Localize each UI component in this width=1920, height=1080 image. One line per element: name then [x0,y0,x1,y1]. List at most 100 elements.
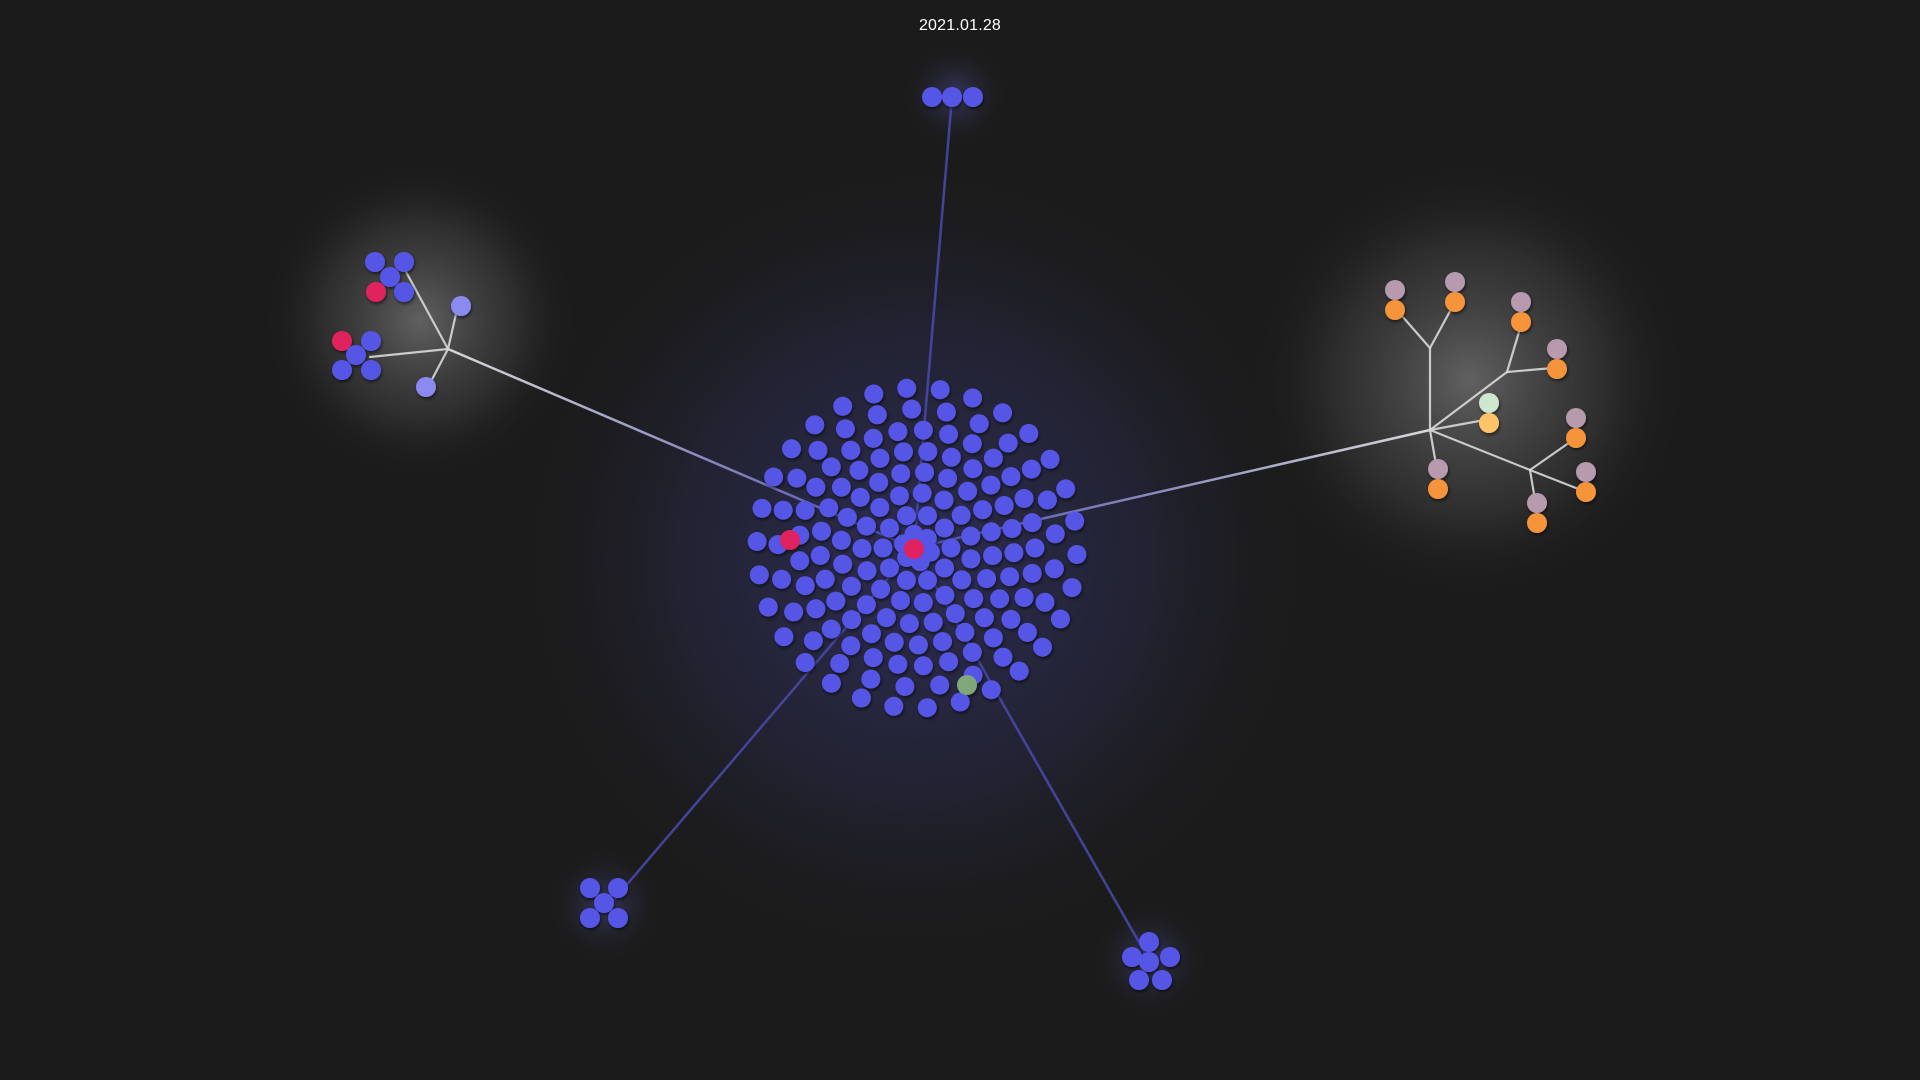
central-node[interactable] [880,558,899,578]
right-cluster-node[interactable] [1385,280,1405,300]
central-node[interactable] [821,457,841,477]
central-node[interactable] [917,529,937,548]
central-node[interactable] [993,403,1013,423]
central-node[interactable] [880,518,899,538]
bottom-right-cluster-node[interactable] [1122,947,1142,967]
central-node[interactable] [1056,479,1076,499]
central-node[interactable] [902,399,922,419]
central-node[interactable] [981,680,1001,700]
central-node[interactable] [935,558,954,578]
central-node[interactable] [1014,489,1034,508]
central-node[interactable] [990,589,1010,609]
central-node[interactable] [849,460,869,480]
right-cluster-node-orange[interactable] [1385,300,1405,320]
central-node[interactable] [969,414,989,434]
right-cluster-node[interactable] [1566,408,1586,428]
left-cluster-node[interactable] [346,345,366,365]
central-node[interactable] [873,538,893,558]
central-node[interactable] [951,505,971,525]
central-node[interactable] [1001,467,1021,487]
central-node[interactable] [899,614,919,634]
central-node[interactable] [941,538,961,558]
right-cluster-node-orange[interactable] [1511,312,1531,332]
central-node[interactable] [897,506,916,526]
central-node[interactable] [884,696,904,716]
central-node[interactable] [1025,538,1045,558]
central-node[interactable] [998,433,1018,453]
right-cluster-node[interactable] [1445,272,1465,292]
top-cluster-node[interactable] [922,87,942,107]
central-node[interactable] [917,698,937,718]
central-node[interactable] [888,422,908,442]
central-node[interactable] [918,442,938,462]
bottom-right-cluster-node[interactable] [1139,932,1159,952]
central-node[interactable] [803,631,823,651]
right-cluster-node-orange[interactable] [1428,479,1448,499]
central-node[interactable] [812,521,831,541]
central-node[interactable] [837,507,857,527]
central-node[interactable] [888,654,908,674]
central-node[interactable] [912,483,932,503]
central-node[interactable] [1040,449,1060,469]
central-node[interactable] [973,500,993,520]
central-node[interactable] [981,522,1001,542]
left-cluster-node[interactable] [394,282,414,302]
right-cluster-node-orange[interactable] [1527,513,1547,533]
central-node[interactable] [863,428,883,448]
central-node[interactable] [806,599,826,619]
right-cluster-node-orange[interactable] [1576,482,1596,502]
central-node[interactable] [852,539,872,558]
central-node[interactable] [1000,567,1020,587]
central-node[interactable] [821,619,841,639]
central-node[interactable] [958,481,978,501]
central-node[interactable] [962,434,982,454]
central-node[interactable] [983,628,1003,648]
bottom-right-cluster-node[interactable] [1160,947,1180,967]
left-cluster-node[interactable] [380,267,400,287]
central-node[interactable] [1001,609,1021,629]
central-node[interactable] [939,424,959,444]
left-cluster-node[interactable] [332,360,352,380]
central-node[interactable] [752,498,772,518]
central-node[interactable] [821,673,841,693]
bottom-right-cluster-node[interactable] [1152,970,1172,990]
central-node[interactable] [891,591,910,610]
central-node[interactable] [963,388,983,408]
central-node[interactable] [857,561,877,581]
right-cluster-node[interactable] [1428,459,1448,479]
left-cluster-node-pink[interactable] [332,331,352,351]
central-node[interactable] [856,595,876,615]
central-node[interactable] [863,648,883,668]
central-node[interactable] [830,654,850,673]
central-node[interactable] [1017,622,1037,642]
central-node[interactable] [939,652,959,672]
central-node[interactable] [749,565,769,585]
central-node[interactable] [994,496,1014,515]
central-node[interactable] [918,570,937,590]
central-node[interactable] [1014,588,1034,607]
central-node[interactable] [955,622,975,642]
central-node[interactable] [782,439,801,459]
right-cluster-node-orange[interactable] [1445,292,1465,312]
central-node[interactable] [945,604,965,624]
central-node[interactable] [1035,592,1055,612]
central-node[interactable] [908,635,928,655]
central-node-pink[interactable] [904,539,924,559]
central-node[interactable] [962,642,982,662]
right-cluster-node[interactable] [1547,339,1567,359]
central-node[interactable] [758,597,778,617]
central-node[interactable] [974,608,994,628]
central-node[interactable] [1062,578,1082,598]
central-node[interactable] [981,475,1001,495]
central-node[interactable] [833,554,853,574]
central-node[interactable] [842,610,862,630]
central-node[interactable] [833,396,853,416]
central-node[interactable] [923,612,943,632]
central-node[interactable] [915,462,935,482]
central-node[interactable] [808,440,828,460]
central-node[interactable] [1019,424,1039,443]
central-node[interactable] [895,677,915,696]
bottom-left-cluster-node[interactable] [580,878,600,898]
central-node[interactable] [935,518,954,538]
